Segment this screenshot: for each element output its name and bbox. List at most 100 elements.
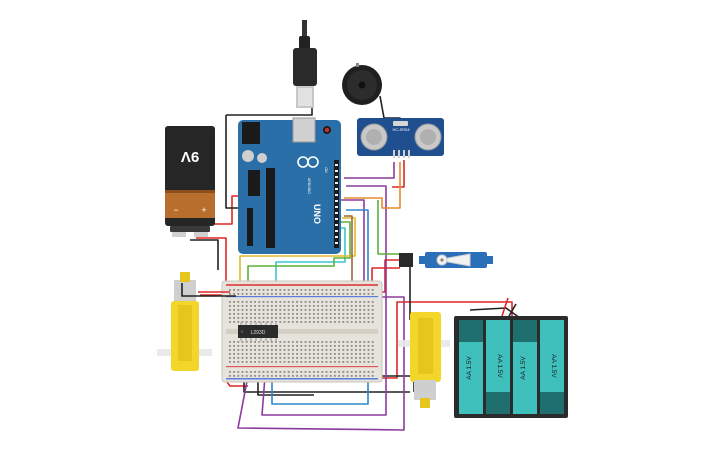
breadboard-hole — [321, 317, 324, 319]
battery-9v[interactable]: 9V − + — [165, 126, 215, 237]
breadboard-hole — [271, 375, 273, 377]
wire-black[interactable] — [190, 239, 219, 270]
breadboard-hole — [300, 353, 303, 355]
wire-green[interactable] — [247, 221, 351, 282]
driver-chip[interactable]: L293D — [238, 322, 278, 341]
breadboard-hole — [254, 353, 256, 355]
breadboard-hole — [237, 357, 240, 359]
breadboard-hole — [296, 361, 298, 363]
ultrasonic-sensor[interactable]: HC-SR04 — [357, 118, 444, 158]
breadboard-hole — [250, 341, 252, 343]
breadboard-hole — [250, 353, 252, 355]
breadboard-hole — [279, 301, 282, 303]
dc-motor-right[interactable] — [398, 312, 450, 408]
breadboard-hole — [346, 321, 349, 323]
breadboard-hole — [304, 361, 307, 363]
dc-motor-left[interactable] — [157, 272, 212, 371]
arduino-brand: ARDUINO — [307, 178, 311, 194]
breadboard-hole — [292, 375, 294, 377]
breadboard-hole — [308, 301, 311, 303]
breadboard-hole — [262, 321, 265, 323]
breadboard-hole — [292, 317, 294, 319]
breadboard-hole — [287, 375, 290, 377]
wire-orange[interactable] — [344, 162, 401, 209]
breadboard-hole — [292, 357, 294, 359]
breadboard-hole — [296, 293, 298, 295]
breadboard-hole — [241, 293, 244, 295]
arduino-board[interactable]: ARDUINO UNO ON — [238, 117, 341, 254]
breadboard-hole — [237, 349, 240, 351]
breadboard-hole — [254, 345, 256, 347]
breadboard-hole — [254, 313, 256, 315]
reset-button[interactable] — [324, 127, 330, 133]
wire-black[interactable] — [243, 380, 410, 393]
breadboard-hole — [233, 317, 235, 319]
breadboard-hole — [325, 341, 328, 343]
breadboard-hole — [250, 293, 252, 295]
breadboard-hole — [279, 289, 282, 291]
wire-red[interactable] — [380, 301, 513, 379]
breadboard-hole — [283, 375, 286, 377]
aa-battery-pack[interactable]: AA 1.5V AA 1.5V AA 1.5V AA 1.5V — [454, 316, 568, 418]
wire-purple[interactable] — [261, 185, 387, 416]
breadboard-hole — [296, 375, 298, 377]
battery-9v-plus: + — [201, 205, 206, 215]
breadboard-hole — [233, 321, 235, 323]
wire-red[interactable] — [392, 160, 405, 188]
wire-red[interactable] — [198, 195, 240, 225]
breadboard-hole — [338, 317, 340, 319]
breadboard-hole — [313, 349, 315, 351]
breadboard-hole — [371, 345, 374, 347]
breadboard-hole — [329, 313, 332, 315]
wire-black[interactable] — [405, 261, 411, 320]
breadboard-hole — [275, 341, 277, 343]
breadboard-hole — [338, 301, 340, 303]
breadboard-hole — [329, 349, 332, 351]
breadboard-hole — [338, 349, 340, 351]
wire-black[interactable] — [225, 115, 240, 209]
breadboard-hole — [254, 371, 256, 373]
wire-black[interactable] — [469, 307, 521, 319]
breadboard-hole — [355, 353, 357, 355]
breadboard-hole — [342, 293, 345, 295]
wire-black[interactable] — [181, 283, 236, 297]
wire-purple[interactable] — [344, 162, 395, 179]
breadboard-hole — [266, 313, 269, 315]
breadboard-hole — [363, 357, 366, 359]
breadboard-hole — [308, 293, 311, 295]
breadboard-hole — [363, 353, 366, 355]
breadboard-hole — [296, 313, 298, 315]
aa-cell-label: AA 1.5V — [496, 354, 503, 378]
breadboard-hole — [271, 317, 273, 319]
breadboard-hole — [250, 301, 252, 303]
breadboard-hole — [308, 341, 311, 343]
servo-motor[interactable] — [399, 252, 493, 268]
wire-blue[interactable] — [271, 209, 369, 405]
breadboard-hole — [367, 321, 370, 323]
breadboard-hole — [258, 321, 261, 323]
piezo-buzzer[interactable] — [342, 63, 382, 105]
wire-black[interactable] — [508, 303, 517, 317]
wire-yellow[interactable] — [239, 217, 356, 287]
breadboard-hole — [275, 289, 277, 291]
breadboard-hole — [258, 317, 261, 319]
breadboard-hole — [229, 361, 231, 363]
breadboard-hole — [359, 317, 361, 319]
wire-green[interactable] — [377, 200, 400, 255]
breadboard-hole — [287, 353, 290, 355]
breadboard-hole — [346, 305, 349, 307]
breadboard-hole — [308, 375, 311, 377]
breadboard-hole — [258, 313, 261, 315]
wire-black[interactable] — [257, 380, 314, 396]
breadboard-hole — [300, 305, 303, 307]
usb-cable[interactable] — [293, 20, 317, 108]
wire-cyan[interactable] — [275, 227, 346, 282]
wire-purple[interactable] — [237, 199, 405, 431]
wire-red[interactable] — [501, 297, 509, 317]
battery-9v-minus: − — [173, 205, 178, 215]
breadboard-hole — [338, 375, 340, 377]
breadboard-hole — [283, 313, 286, 315]
breadboard-hole — [334, 361, 336, 363]
breadboard-hole — [283, 341, 286, 343]
breadboard-hole — [355, 345, 357, 347]
